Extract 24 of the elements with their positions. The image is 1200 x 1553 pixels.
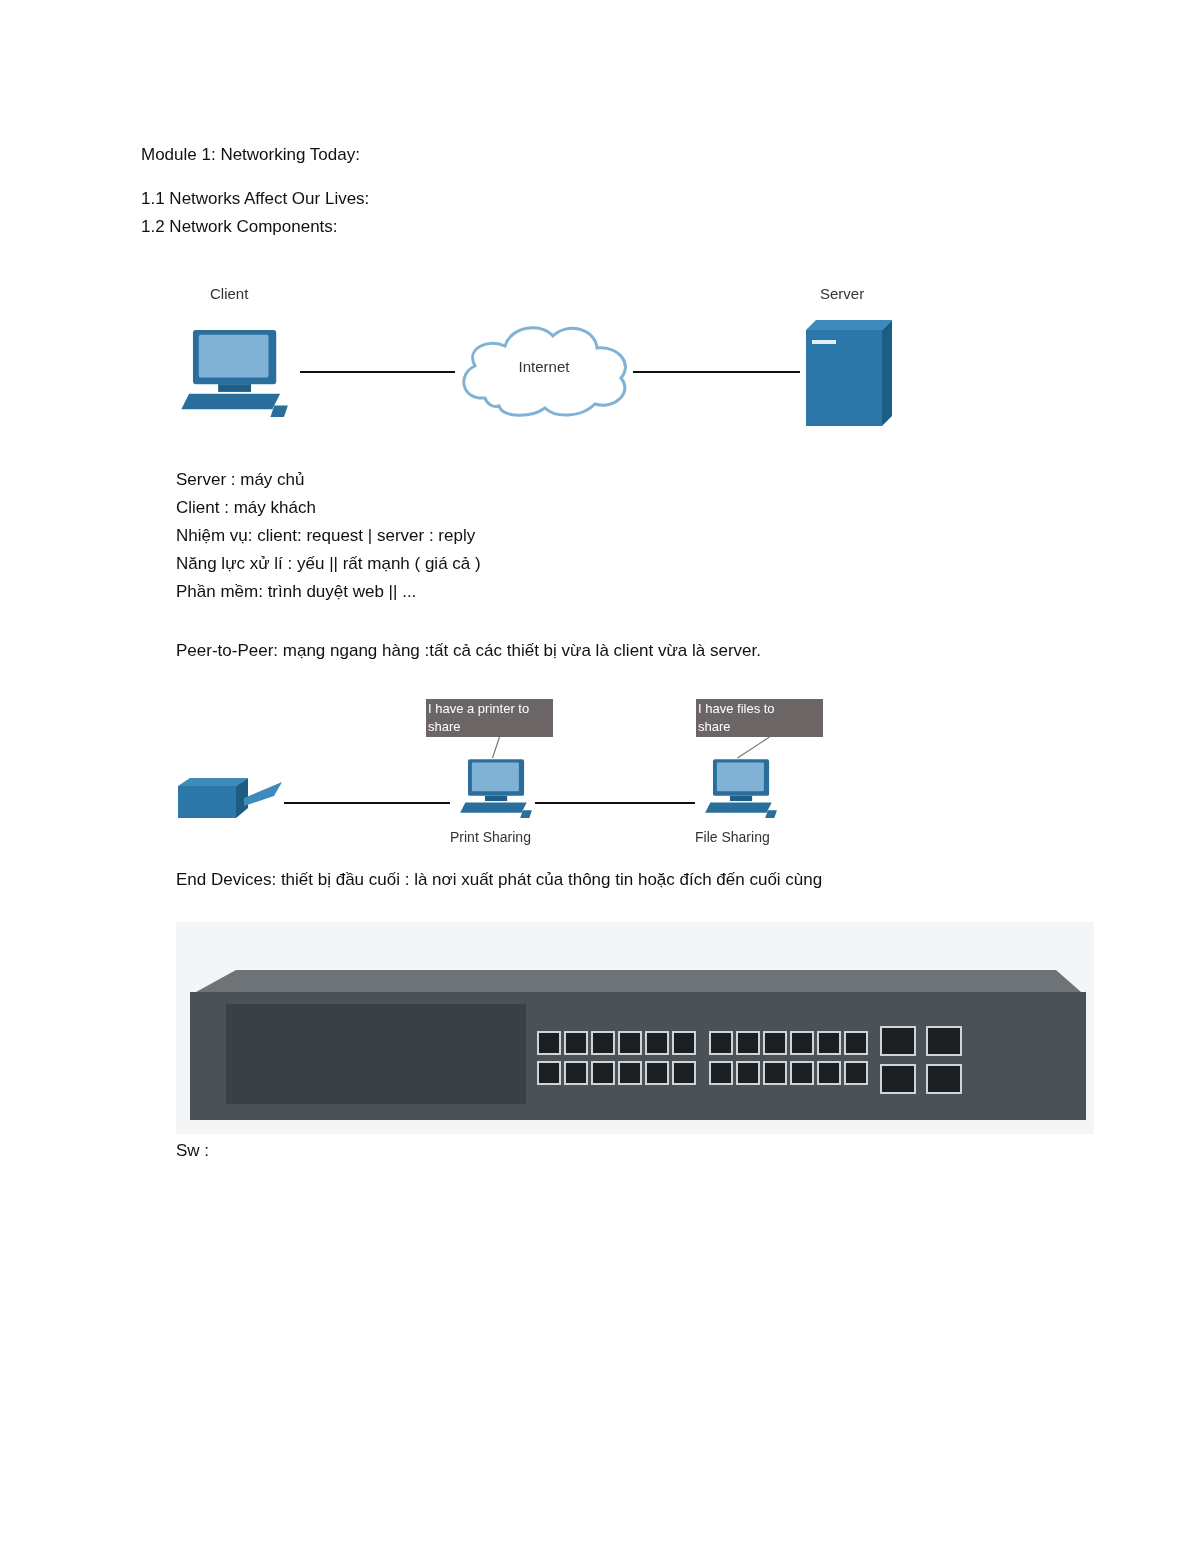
device-label: Server bbox=[820, 285, 865, 302]
connection-line bbox=[283, 802, 451, 804]
connection-line bbox=[299, 371, 456, 373]
device-label: Client bbox=[210, 285, 249, 302]
device-label: Print Sharing bbox=[450, 829, 531, 845]
text-line: Server : máy chủ bbox=[176, 470, 305, 490]
connection-line bbox=[534, 802, 696, 804]
text-line: End Devices: thiết bị đầu cuối : là nơi xuất phát của thông tin hoặc đích đến cuối cùng bbox=[176, 870, 823, 890]
speech-bubble: I have files to share bbox=[696, 699, 823, 737]
text-line: Client : máy khách bbox=[176, 498, 316, 518]
caption: Sw : bbox=[176, 1141, 210, 1161]
section-heading: 1.2 Network Components: bbox=[141, 217, 338, 237]
device-label: File Sharing bbox=[695, 829, 770, 845]
section-heading: 1.1 Networks Affect Our Lives: bbox=[141, 189, 370, 209]
text-line: Năng lực xử lí : yếu || rất mạnh ( giá cả ) bbox=[176, 554, 481, 574]
cloud-label: Internet bbox=[517, 358, 571, 375]
text-line: Phần mềm: trình duyệt web || ... bbox=[176, 582, 417, 602]
leader-line bbox=[491, 736, 501, 759]
connection-line bbox=[632, 371, 801, 373]
speech-bubble: I have a printer to share bbox=[426, 699, 553, 737]
text-line: Nhiệm vụ: client: request | server : reply bbox=[176, 526, 476, 546]
heading: Module 1: Networking Today: bbox=[141, 145, 360, 165]
text-line: Peer-to-Peer: mạng ngang hàng :tất cả các thiết bị vừa là client vừa là server. bbox=[176, 641, 761, 661]
leader-line bbox=[736, 736, 771, 759]
